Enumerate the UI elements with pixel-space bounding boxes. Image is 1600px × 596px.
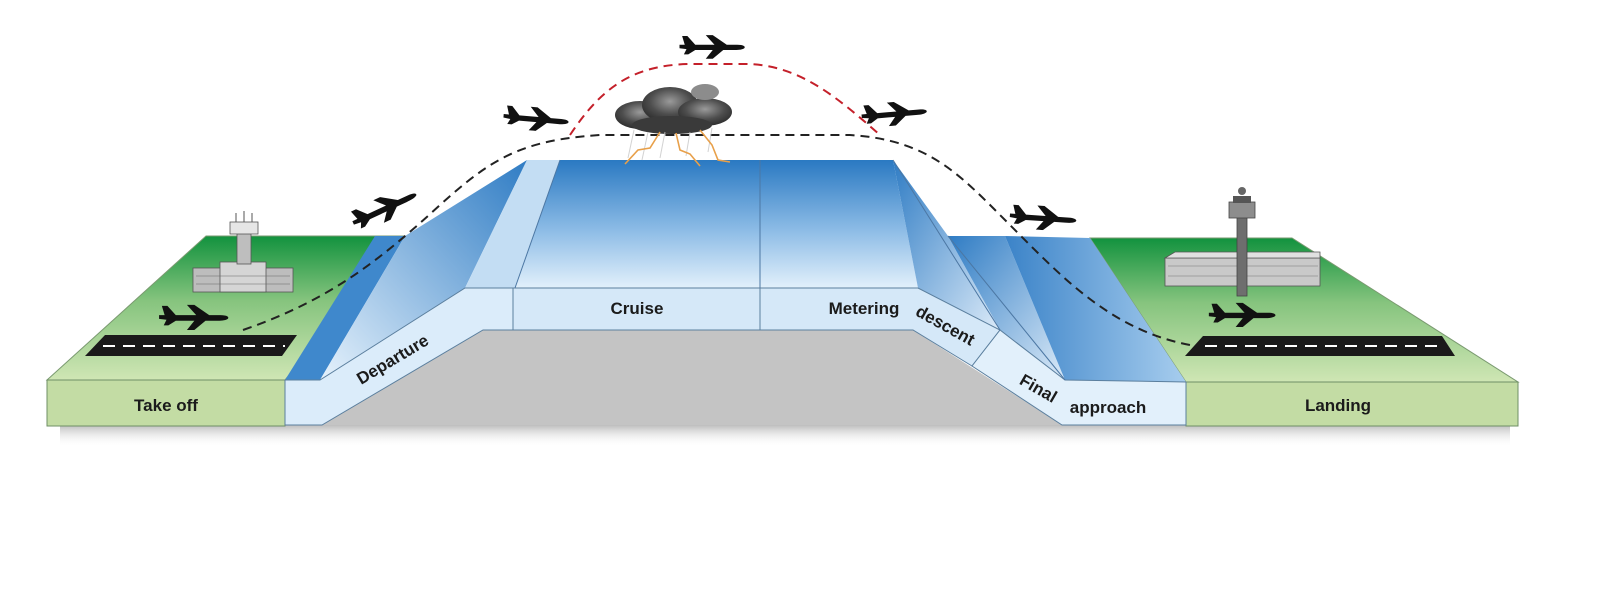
airplane-icon bbox=[1009, 203, 1078, 233]
label-cruise: Cruise bbox=[611, 299, 664, 318]
runway-icon bbox=[85, 335, 297, 356]
runway-icon bbox=[1185, 336, 1455, 356]
label-metering: Metering bbox=[829, 299, 900, 318]
ground-shadow bbox=[60, 425, 1510, 447]
label-approach: approach bbox=[1070, 398, 1147, 417]
control-tower-icon bbox=[1228, 187, 1256, 297]
takeoff-ground bbox=[45, 235, 407, 427]
descent-slope bbox=[759, 159, 1187, 426]
airplane-icon bbox=[679, 35, 745, 59]
cruise-plateau bbox=[512, 159, 918, 331]
nominal-flight-path bbox=[242, 134, 1191, 346]
thunderstorm-cloud-icon bbox=[615, 84, 732, 167]
airplane-icon bbox=[502, 104, 570, 134]
airplane-icon bbox=[860, 99, 928, 129]
control-tower-icon bbox=[192, 211, 294, 293]
departure-slope bbox=[284, 160, 560, 426]
label-landing: Landing bbox=[1305, 396, 1371, 415]
airplane-icon bbox=[348, 182, 422, 235]
reroute-flight-path bbox=[569, 63, 881, 136]
label-takeoff: Take off bbox=[134, 396, 198, 415]
base-block bbox=[322, 330, 1062, 425]
